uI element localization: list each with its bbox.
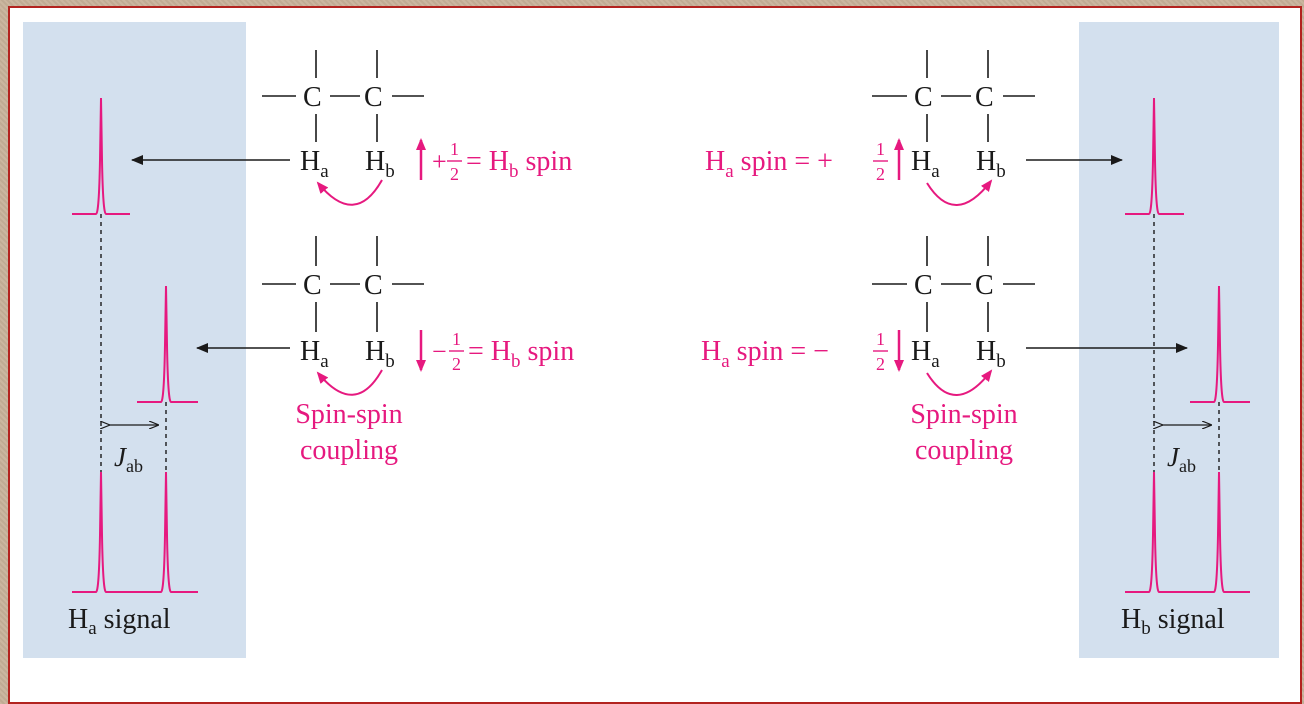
hb-signal-label: Hb signal <box>1121 604 1225 639</box>
right-top-molecule: C C Ha Hb Ha spin = + 1 2 <box>705 50 1123 206</box>
spin-minus-sign: − <box>432 337 447 366</box>
carbon-atom: C <box>364 270 383 301</box>
spin-plus-sign: + <box>432 147 447 176</box>
coupling-arc <box>316 369 383 396</box>
hb-spin-label: = Hb spin <box>468 336 574 372</box>
right-bottom-molecule: C C Ha Hb Ha spin = − 1 2 Spin-spin coup… <box>701 236 1188 466</box>
coupling-caption: coupling <box>300 435 398 466</box>
half-numerator: 1 <box>876 139 885 159</box>
half-denominator: 2 <box>876 164 885 184</box>
carbon-atom: C <box>975 270 994 301</box>
half-numerator: 1 <box>452 329 461 349</box>
hb-spin-label: = Hb spin <box>466 146 572 182</box>
hb-doublet <box>1125 471 1250 593</box>
ha-jab-label: Jab <box>114 442 143 476</box>
ha-signal-panel <box>23 22 246 658</box>
ha-atom: Ha <box>300 146 329 182</box>
left-top-molecule: C C Ha Hb + 1 2 = Hb spin <box>131 50 572 206</box>
ha-peak-lower <box>137 285 198 403</box>
hb-atom: Hb <box>365 146 395 182</box>
half-numerator: 1 <box>450 139 459 159</box>
half-denominator: 2 <box>450 164 459 184</box>
carbon-atom: C <box>303 82 322 113</box>
hb-signal-panel <box>1079 22 1279 658</box>
ha-signal-label: Ha signal <box>68 604 171 639</box>
coupling-caption: Spin-spin <box>910 399 1017 430</box>
ha-spin-label: Ha spin = + <box>705 146 833 182</box>
hb-peak-upper <box>1125 97 1184 215</box>
ha-doublet <box>72 471 198 593</box>
hb-peak-lower <box>1190 285 1250 403</box>
hb-jab-label: Jab <box>1167 442 1196 476</box>
ha-peak-upper <box>72 97 130 215</box>
ha-spin-label: Ha spin = − <box>701 336 829 372</box>
ha-atom: Ha <box>911 146 940 182</box>
hb-atom: Hb <box>365 336 395 372</box>
carbon-atom: C <box>364 82 383 113</box>
carbon-atom: C <box>975 82 994 113</box>
carbon-atom: C <box>914 82 933 113</box>
hb-atom: Hb <box>976 146 1006 182</box>
carbon-atom: C <box>914 270 933 301</box>
half-denominator: 2 <box>452 354 461 374</box>
ha-guides <box>100 214 167 472</box>
ha-spectrum <box>72 97 198 593</box>
hb-spectrum <box>1125 97 1250 593</box>
left-bottom-molecule: C C Ha Hb − 1 2 = Hb spin Spin-spin coup… <box>196 236 574 466</box>
coupling-caption: coupling <box>915 435 1013 466</box>
coupling-arc <box>316 179 383 206</box>
hb-atom: Hb <box>976 336 1006 372</box>
hb-guides <box>1153 214 1220 472</box>
ha-atom: Ha <box>911 336 940 372</box>
ha-atom: Ha <box>300 336 329 372</box>
coupling-caption: Spin-spin <box>295 399 402 430</box>
half-denominator: 2 <box>876 354 885 374</box>
half-numerator: 1 <box>876 329 885 349</box>
coupling-arc <box>926 179 993 206</box>
coupling-arc <box>926 369 993 396</box>
carbon-atom: C <box>303 270 322 301</box>
